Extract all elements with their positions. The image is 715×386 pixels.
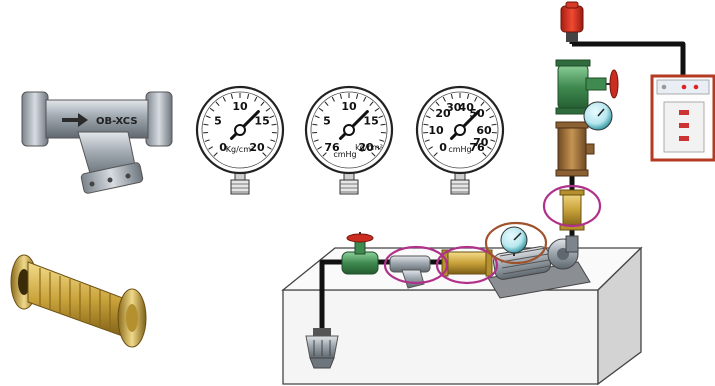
- vacuum-gauge: 01020304050607076cmHg: [417, 87, 503, 194]
- discharge-expansion-joint: [560, 190, 584, 230]
- gauge-unit-label: kg/cm²: [355, 143, 383, 152]
- gauge-unit-label: Kg/cm²: [226, 145, 254, 154]
- gauge-tick-label: 15: [363, 115, 378, 128]
- control-panel: [652, 76, 714, 160]
- gauge-pivot: [455, 125, 465, 135]
- gauge-tick-label: 15: [254, 115, 269, 128]
- gauge-unit-label: cmHg: [448, 145, 471, 154]
- discharge-gate-valve: [556, 60, 618, 114]
- handwheel-icon: [610, 70, 618, 98]
- gauge-tick-label: 10: [232, 100, 248, 113]
- suction-gate-valve: [342, 232, 378, 274]
- gauge-tick-label: 0: [439, 141, 447, 154]
- gauge-tick-label: 10: [341, 100, 357, 113]
- strainer-label: OB-XCS: [96, 116, 138, 127]
- gauge-tick-label: 5: [214, 115, 222, 128]
- suction-expansion-joint: [442, 250, 492, 276]
- gauge-pivot: [344, 125, 354, 135]
- handwheel-icon: [347, 234, 373, 242]
- gauge-unit-label: cmHg: [333, 150, 356, 159]
- gauge-tick-label: 10: [428, 124, 444, 137]
- gauge-pivot: [235, 125, 245, 135]
- y-strainer: OB-XCS: [22, 92, 172, 194]
- flexible-expansion-joint: [11, 255, 146, 347]
- discharge-check-valve: [556, 122, 594, 176]
- gauge-tick-label: 5: [323, 115, 331, 128]
- discharge-pressure-gauge: [584, 102, 612, 130]
- gauge-tick-label: 76: [469, 141, 485, 154]
- pressure-switch: [561, 2, 583, 42]
